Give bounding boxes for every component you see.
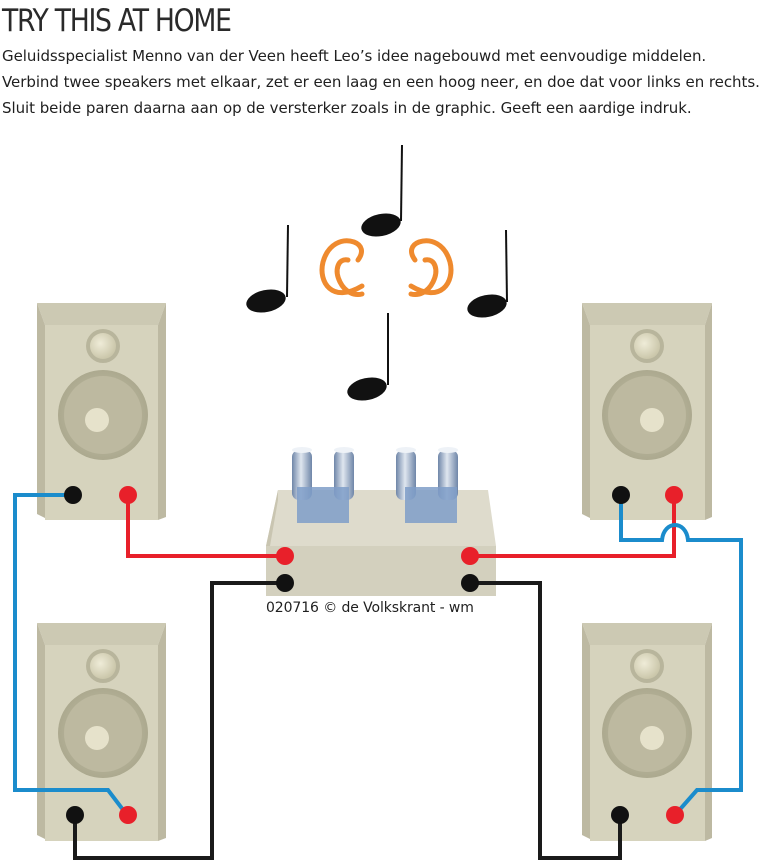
amplifier-terminal-positive xyxy=(276,547,294,565)
music-note-icon xyxy=(361,144,403,237)
amplifier-terminal-negative xyxy=(276,574,294,592)
terminal-negative xyxy=(66,806,84,824)
amplifier-icon xyxy=(266,447,496,596)
terminal-positive xyxy=(119,806,137,824)
terminal-negative xyxy=(612,486,630,504)
amplifier-terminal-negative xyxy=(461,574,479,592)
speaker-icon xyxy=(37,303,166,520)
intro-paragraph: Geluidsspecialist Menno van der Veen hee… xyxy=(2,47,760,117)
amplifier-terminal-positive xyxy=(461,547,479,565)
page-title: TRY THIS AT HOME xyxy=(2,3,232,39)
terminal-positive xyxy=(666,806,684,824)
terminal-positive xyxy=(665,486,683,504)
ear-icon xyxy=(319,238,365,297)
music-note-icon xyxy=(246,224,289,313)
terminal-negative xyxy=(611,806,629,824)
terminal-positive xyxy=(119,486,137,504)
music-note-icon xyxy=(467,229,508,318)
speaker-icon xyxy=(582,303,712,520)
credit-line: 020716 © de Volkskrant - wm xyxy=(266,600,474,616)
ear-icon xyxy=(408,238,454,297)
terminal-negative xyxy=(64,486,82,504)
speaker-icon xyxy=(582,623,712,841)
speaker-icon xyxy=(37,623,166,841)
music-note-icon xyxy=(347,313,389,401)
